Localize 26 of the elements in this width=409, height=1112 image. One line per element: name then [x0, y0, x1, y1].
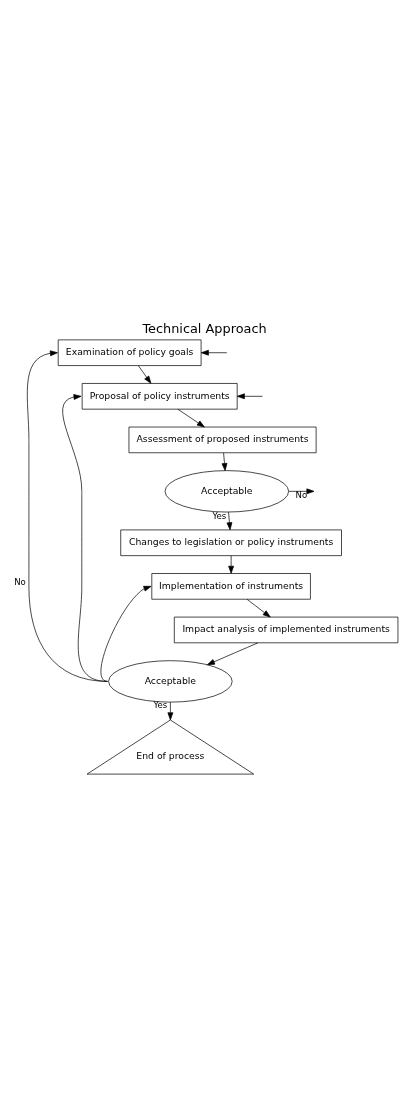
arrow [288, 488, 315, 495]
arrow [138, 365, 152, 384]
arrow [100, 585, 152, 682]
arrow [26, 350, 108, 682]
arrow [62, 394, 108, 682]
arrow [226, 511, 233, 531]
arrow [200, 349, 228, 356]
arrow [167, 701, 174, 721]
node-box: Proposal of policy instruments [81, 383, 238, 410]
edge-label: Yes [153, 700, 168, 711]
diagram-title: Technical Approach [142, 321, 267, 336]
node-box: Implementation of instruments [151, 573, 311, 600]
arrow [246, 598, 271, 618]
node-box: Assessment of proposed instruments [128, 426, 317, 454]
arrow [221, 452, 228, 471]
arrow [207, 642, 259, 666]
edge-label: No [295, 490, 308, 501]
arrow [177, 408, 205, 428]
arrow [228, 555, 234, 574]
edge-label: No [14, 576, 26, 587]
edge-label: Yes [212, 510, 227, 521]
node-box: Impact analysis of implemented instruments [173, 616, 399, 644]
arrow [236, 393, 263, 400]
node-box: Examination of policy goals [57, 339, 202, 366]
node-ellipse: Acceptable [164, 470, 289, 513]
node-box: Changes to legislation or policy instruments [120, 529, 342, 556]
